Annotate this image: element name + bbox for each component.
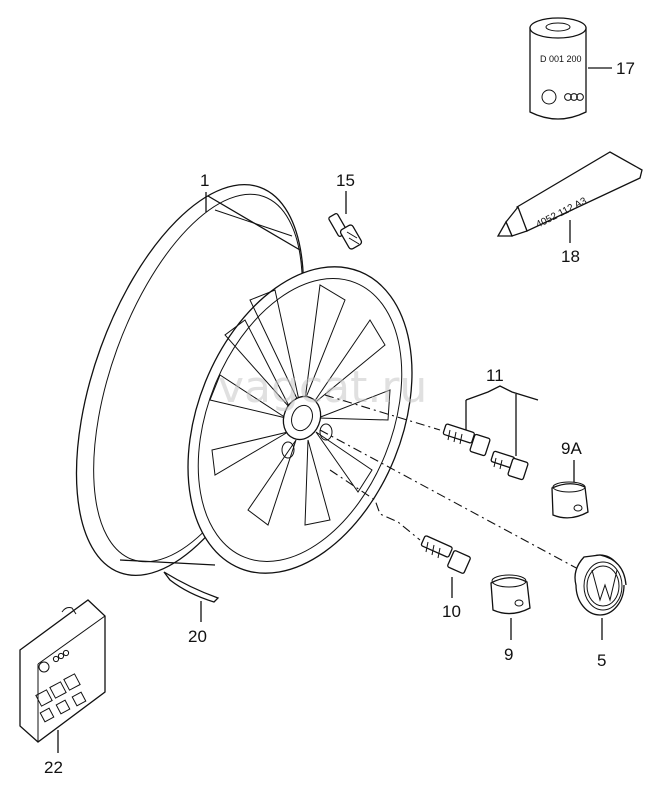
bolt-cap-9 <box>490 574 531 615</box>
locking-bolt-kit <box>19 599 106 743</box>
watermark-text: vagcat.ru <box>218 362 427 413</box>
callout-15: 15 <box>336 171 355 190</box>
callout-17: 17 <box>616 59 635 78</box>
callout-18: 18 <box>561 247 580 266</box>
callout-9: 9 <box>504 645 513 664</box>
locking-bolt <box>490 450 529 481</box>
axis-line-bolt <box>324 394 441 431</box>
bolt-cap-9a <box>551 481 589 519</box>
callout-22: 22 <box>44 758 63 777</box>
callout-10: 10 <box>442 602 461 621</box>
can-code: D 001 200 <box>540 54 582 64</box>
hub-cap <box>574 554 627 616</box>
balance-weight <box>163 571 220 603</box>
callout-1: 1 <box>200 171 209 190</box>
sealant-can: D 001 200 <box>529 17 587 120</box>
bracket-11 <box>465 385 539 401</box>
wheel-bolt-10 <box>420 535 471 574</box>
tire-valve <box>328 213 363 250</box>
callout-5: 5 <box>597 651 606 670</box>
callout-9a: 9A <box>561 439 582 458</box>
axis-line-bolt-10 <box>329 469 421 541</box>
axis-line-cap <box>319 429 581 571</box>
callout-11: 11 <box>486 366 504 385</box>
alloy-wheel <box>75 183 413 577</box>
callout-20: 20 <box>188 627 207 646</box>
wheel-bolt <box>442 423 491 457</box>
